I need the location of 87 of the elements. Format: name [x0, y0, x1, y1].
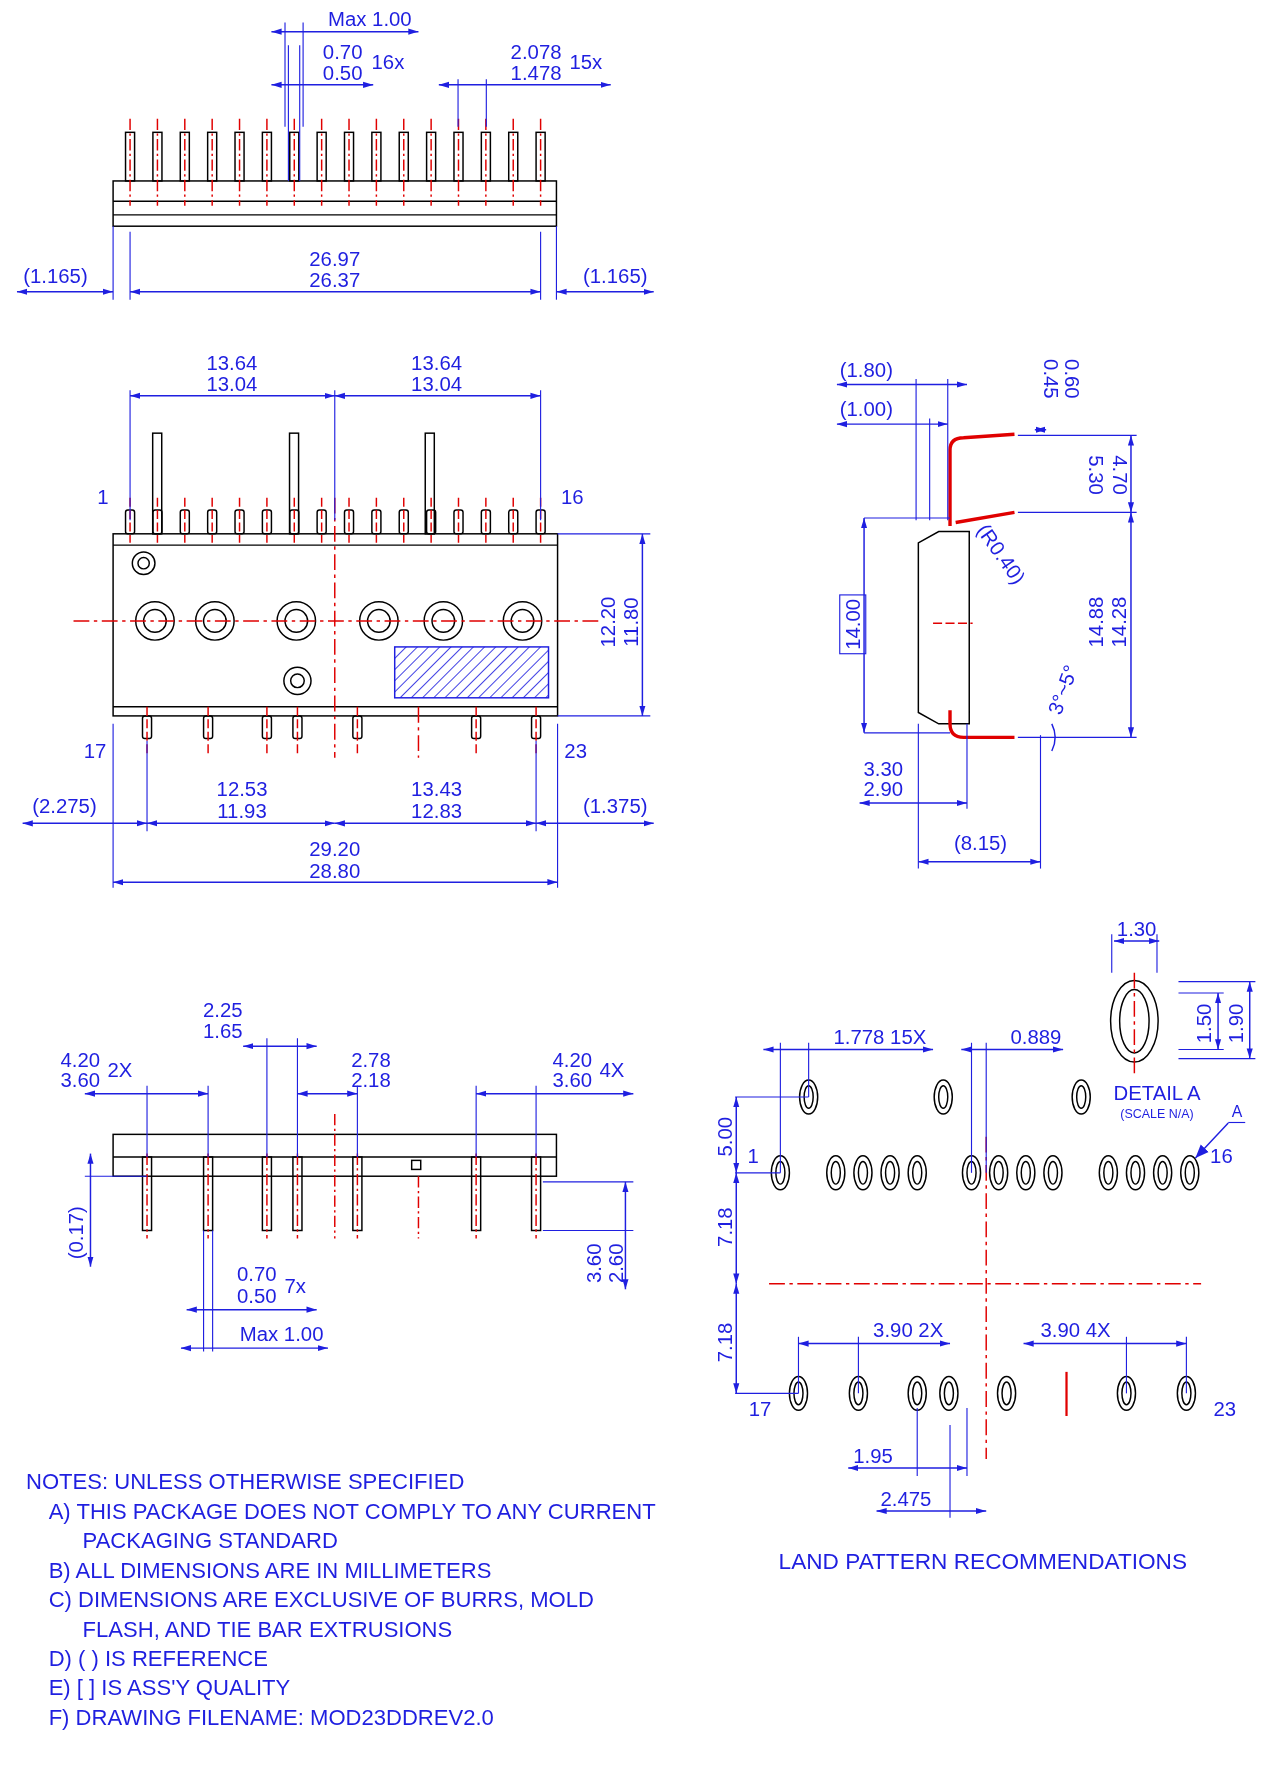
detail-label: DETAIL A [1113, 1083, 1201, 1104]
dimension-value: 3.60 [552, 1069, 593, 1091]
dimension-value: 7.18 [714, 1207, 736, 1247]
dimension-value: 1.50 [1194, 1003, 1215, 1044]
note-text: E) [ ] IS ASS'Y QUALITY [48, 1673, 292, 1702]
scale-note: (SCALE N/A) [1120, 1107, 1194, 1121]
pin-number: 23 [1213, 1399, 1237, 1420]
dimension-value: 2.25 [203, 999, 243, 1021]
dimension-value: (8.15) [953, 833, 1008, 854]
dimension-value: 3.60 [60, 1069, 101, 1091]
dimension-value: 2.60 [606, 1243, 627, 1284]
dimension-value: 4.20 [552, 1049, 593, 1070]
detail-callout: A [1228, 1103, 1246, 1124]
note-text: D) ( ) IS REFERENCE [48, 1644, 269, 1673]
dimension-value: 3.30 [863, 758, 904, 780]
note-text: B) ALL DIMENSIONS ARE IN MILLIMETERS [48, 1556, 493, 1585]
dimension-value: 1.95 [853, 1446, 893, 1467]
dimension-value: 4.20 [60, 1049, 101, 1070]
dimension-value: (1.00) [839, 399, 893, 420]
pin-number: 1 [97, 487, 109, 508]
dimension-value: 1.478 [510, 63, 562, 84]
dimension-value: 5.00 [714, 1116, 736, 1157]
dimension-value: 7x [284, 1275, 306, 1297]
solder-pad [1180, 1155, 1200, 1191]
dimension-value: 3.60 [583, 1243, 604, 1284]
dimension-value: 4X [599, 1059, 625, 1081]
dimension-value: 7.18 [714, 1322, 736, 1363]
dimension-value: 2.475 [880, 1489, 932, 1510]
dimension-value: 3.90 4X [1040, 1319, 1111, 1341]
dimension-value: (2.275) [32, 796, 97, 817]
dimension-value: 13.64 [206, 352, 258, 374]
dimension-value: 0.50 [322, 63, 363, 84]
dimension-value: 0.60 [1062, 359, 1083, 399]
dimension-value: 12.83 [411, 800, 463, 822]
dimension-value: Max 1.00 [327, 9, 412, 30]
dimension-value: 16x [371, 52, 405, 73]
note-text: A) THIS PACKAGE DOES NOT COMPLY TO ANY CURRENT PACKAGING STANDARD [48, 1497, 657, 1555]
dimension-value: 14.88 [1085, 596, 1107, 648]
dimension-value: 2.90 [863, 779, 904, 800]
dimension-value: 5.30 [1085, 455, 1107, 495]
dimension-value: 1.65 [203, 1021, 243, 1042]
dimension-value: 11.93 [217, 800, 267, 822]
dimension-value: 2X [107, 1059, 133, 1081]
dimension-value: (1.165) [583, 265, 648, 287]
dimension-value: 28.80 [309, 860, 361, 882]
dimension-value: 14.28 [1109, 596, 1130, 648]
note-text: F) DRAWING FILENAME: MOD23DDREV2.0 [48, 1703, 495, 1732]
pin-number: 16 [1210, 1145, 1233, 1167]
leader-line [1194, 1122, 1229, 1159]
dimension-value: (1.375) [583, 796, 648, 817]
dimension-value: 13.64 [411, 352, 463, 374]
view-title: LAND PATTERN RECOMMENDATIONS [778, 1549, 1188, 1573]
dimension-value: 26.97 [309, 248, 361, 270]
dimension-value: 3°~5° [1044, 662, 1082, 718]
dimension-value: Max 1.00 [239, 1324, 324, 1345]
dimension-value: 0.70 [322, 41, 363, 63]
dimension-value: 0.50 [236, 1285, 277, 1307]
dimension-value: 0.70 [236, 1264, 277, 1285]
dimension-value: 0.889 [1010, 1026, 1062, 1048]
dimension-value: 2.078 [510, 41, 562, 63]
dimension-value: 13.04 [411, 374, 463, 395]
note-text: NOTES: UNLESS OTHERWISE SPECIFIED [26, 1468, 466, 1496]
pin-number: 17 [83, 740, 107, 762]
dimension-value: 2.78 [351, 1049, 391, 1070]
dimension-value: 12.53 [216, 779, 268, 800]
dimension-value: 3.90 2X [873, 1319, 944, 1341]
dimension-value: 4.70 [1109, 455, 1130, 495]
pin-number: 16 [560, 487, 584, 508]
pin-number: 17 [748, 1399, 772, 1420]
dimension-value: 1.90 [1226, 1003, 1247, 1044]
dimension-value: 13.04 [206, 374, 258, 395]
dimension-value: (1.80) [839, 359, 893, 380]
pin-number: 23 [564, 740, 587, 762]
dimension-value: 13.43 [411, 779, 463, 800]
dimension-value: (1.165) [23, 265, 88, 287]
dimension-value: 11.80 [620, 597, 642, 647]
dimension-value: 1.30 [1116, 919, 1157, 940]
dimension-value: 0.45 [1040, 359, 1061, 399]
dimension-value: 26.37 [309, 270, 361, 291]
dimension-value: 1.778 15X [833, 1026, 927, 1048]
dimension-value: 12.20 [598, 596, 619, 648]
dimension-value: 2.18 [351, 1069, 391, 1091]
note-text: C) DIMENSIONS ARE EXCLUSIVE OF BURRS, MOLD FLASH, AND TIE BAR EXTRUSIONS [48, 1585, 595, 1644]
dimension-value: 15x [569, 52, 603, 73]
dimension-value: 29.20 [309, 839, 361, 860]
dimension-value: (0.17) [65, 1206, 86, 1260]
pin-number: 1 [747, 1145, 759, 1167]
